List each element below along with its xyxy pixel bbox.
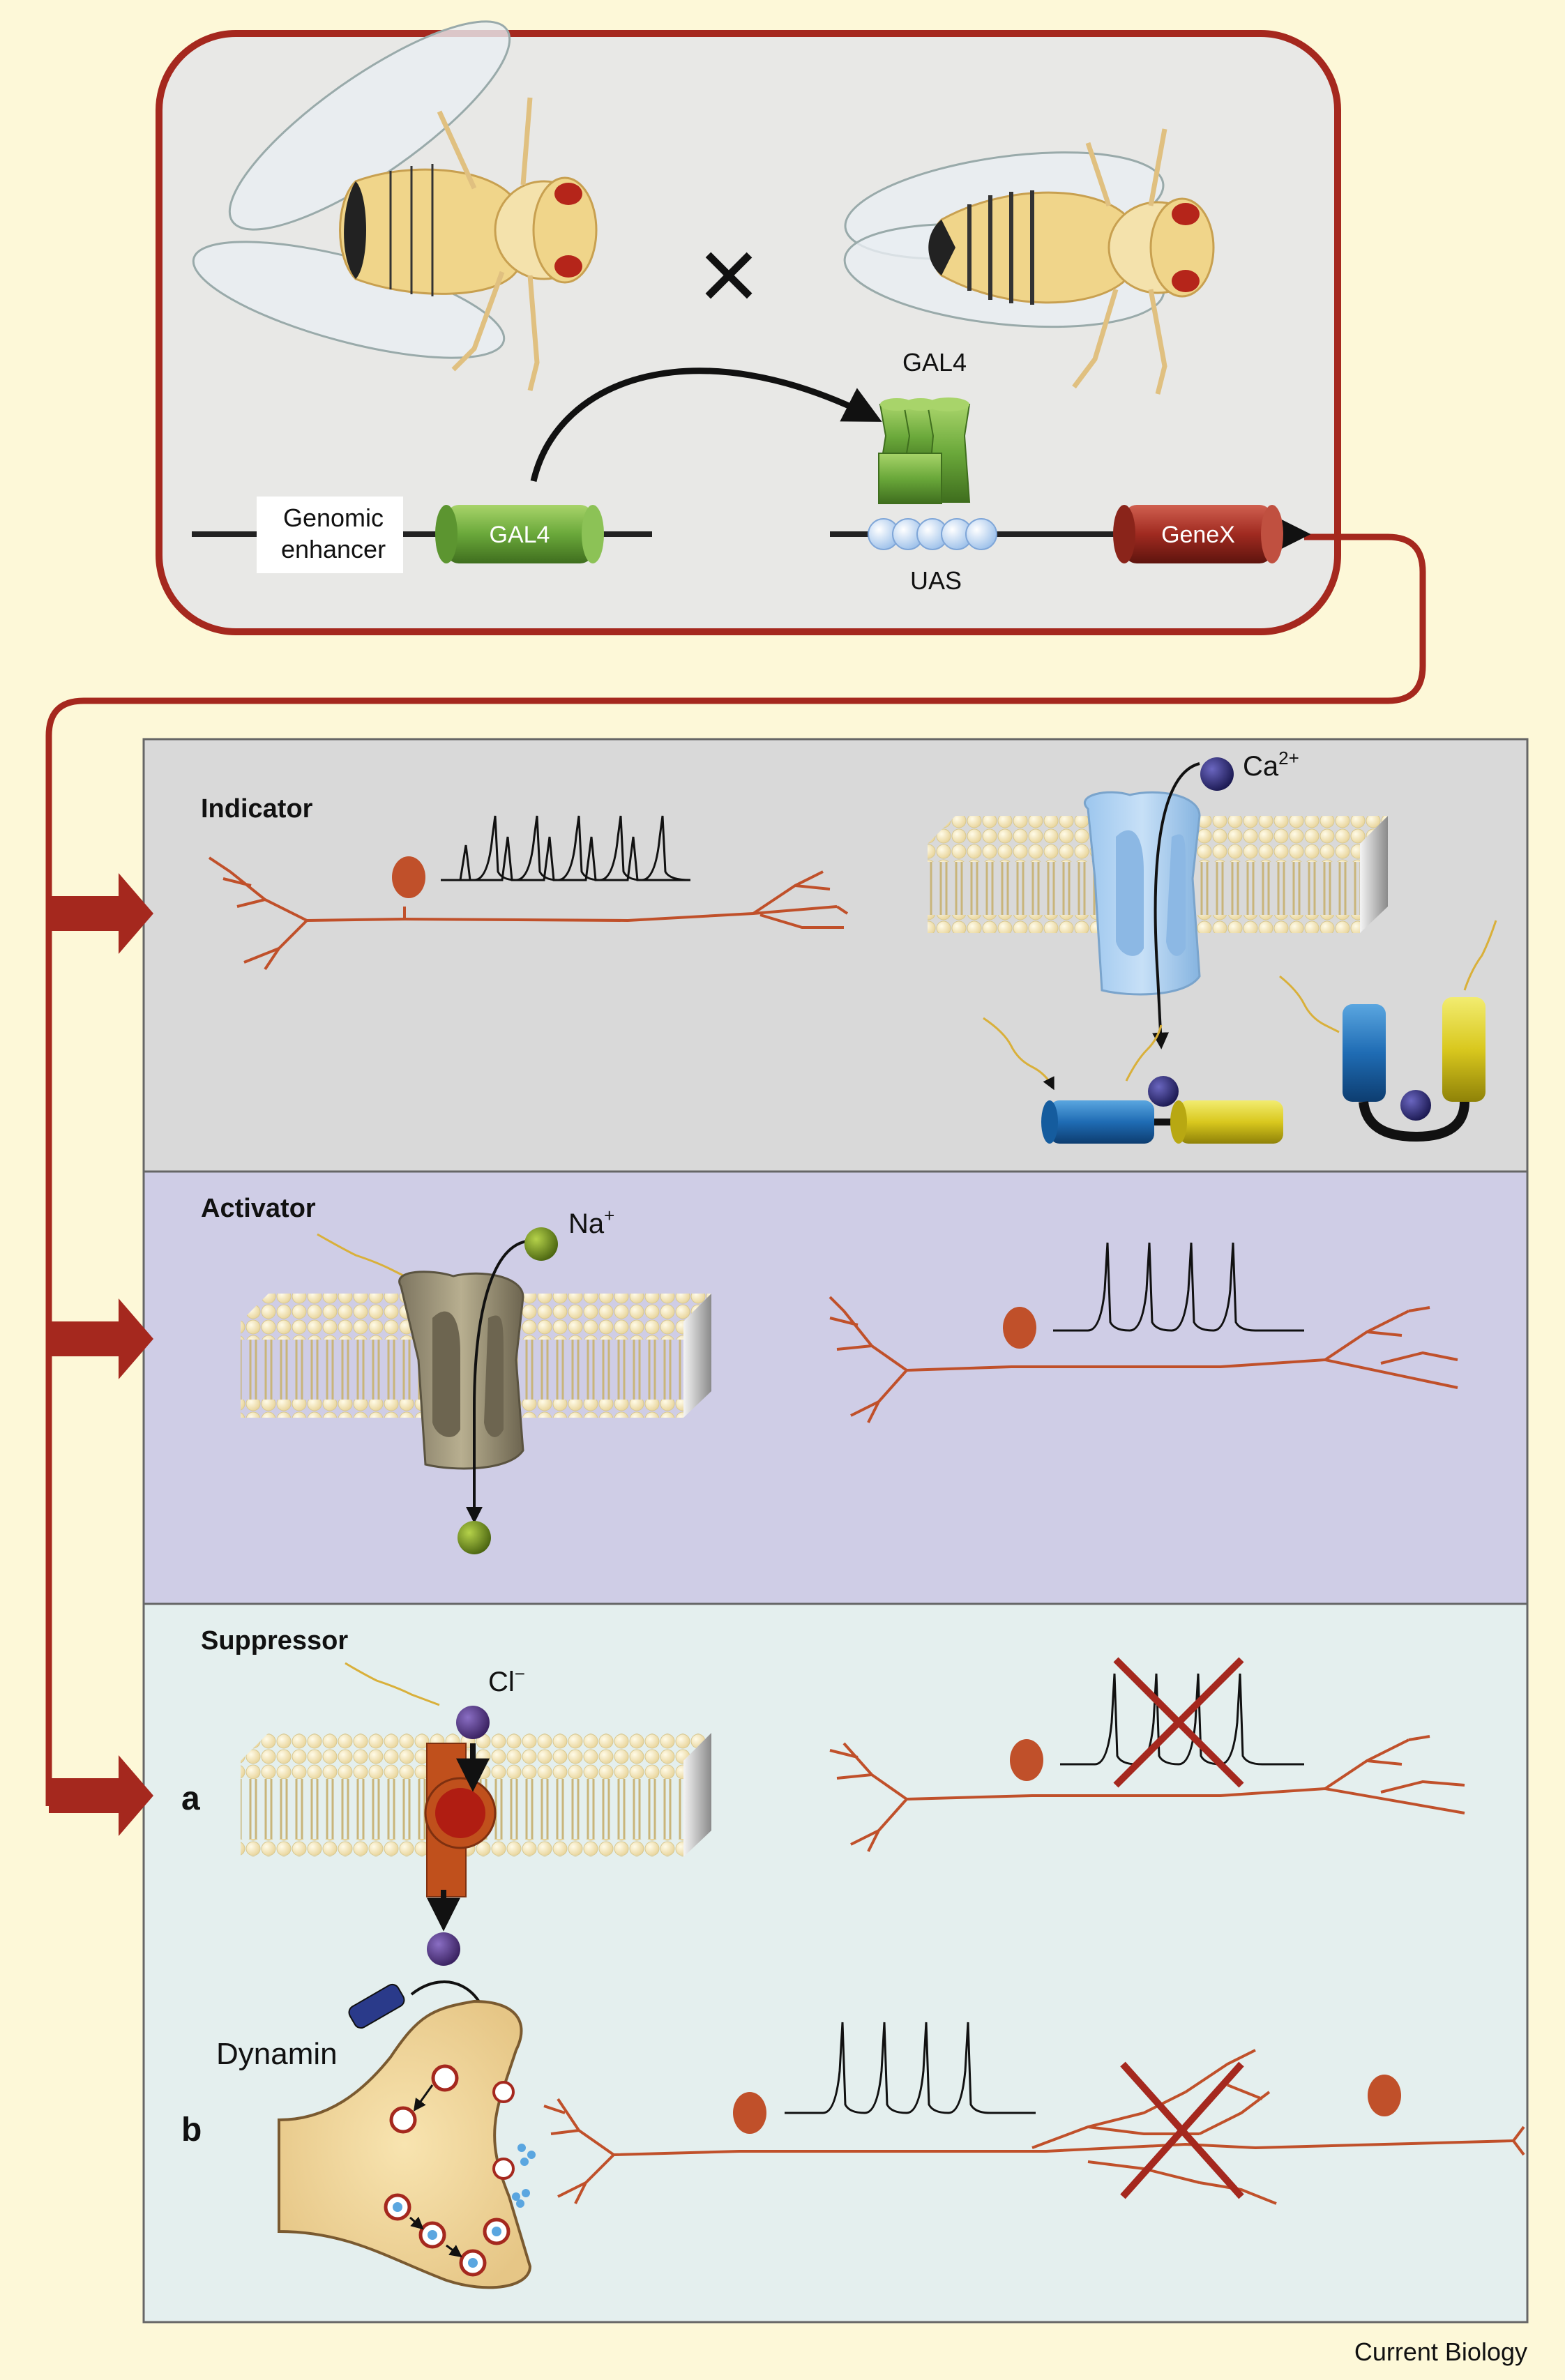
light-excitation-2	[1279, 975, 1340, 1033]
light-emission-2	[1463, 920, 1497, 991]
spike-train-activator	[1053, 1242, 1304, 1332]
fly-icon	[192, 20, 598, 391]
indicator-panel	[142, 738, 1529, 1173]
chloride-ion-inside-icon	[427, 1932, 460, 1966]
gal4-gene: GAL4	[435, 505, 604, 563]
activator-title: Activator	[201, 1194, 316, 1223]
recycle-arrow-1	[413, 2084, 434, 2112]
vesicles	[384, 2064, 515, 2277]
neuron-soma-postsynaptic	[1368, 2075, 1401, 2116]
fly-icon-gal4	[843, 128, 1215, 395]
fret-sensor-closed	[1343, 997, 1485, 1142]
indicator-title: Indicator	[201, 794, 313, 824]
gal4-protein	[878, 397, 971, 504]
calcium-flow-arrow	[1152, 762, 1200, 1049]
genomic-enhancer-box	[257, 497, 403, 573]
arrow-to-suppressor	[49, 1755, 153, 1836]
dynamin-label: Dynamin	[216, 2037, 338, 2071]
sodium-ion-inside-icon	[458, 1521, 491, 1554]
spike-train-suppressed	[1060, 1673, 1304, 1766]
uas-sites	[868, 518, 997, 550]
light-emission-1	[1125, 1024, 1163, 1082]
neuron-soma-suppressor-b	[733, 2092, 766, 2134]
neuron-soma-suppressor-a	[1010, 1739, 1043, 1781]
chloride-label: Cl−	[488, 1663, 525, 1697]
calcium-channel	[1084, 791, 1201, 996]
spike-train-b	[785, 2022, 1036, 2114]
svg-text:GeneX: GeneX	[1161, 522, 1235, 548]
recycle-arrow-2	[409, 2216, 424, 2230]
suppressor-b-label: b	[181, 2112, 202, 2148]
neuron-soma-activator	[1003, 1307, 1036, 1349]
sodium-flow-arrow	[466, 1240, 527, 1524]
svg-text:GAL4: GAL4	[490, 522, 550, 548]
chloride-ion-icon	[456, 1706, 490, 1739]
journal-credit: Current Biology	[1354, 2337, 1527, 2366]
sodium-channel	[398, 1271, 524, 1470]
suppressor-a-label: a	[181, 1780, 200, 1817]
calcium-ion-icon	[1200, 757, 1234, 791]
neuron-indicator	[208, 856, 849, 971]
arrow-to-indicator	[49, 873, 153, 954]
uas-label: UAS	[910, 566, 962, 595]
neuron-soma	[392, 856, 425, 898]
fly-gal4-label: GAL4	[902, 348, 967, 377]
block-cross-icon	[1113, 1657, 1244, 1788]
neuron-suppressor-a	[829, 1735, 1465, 1852]
synapse-block-cross-icon	[1120, 2061, 1244, 2199]
connector-line	[45, 533, 1426, 1806]
arrow-to-activator	[49, 1298, 153, 1379]
genomic-enhancer-label-1: Genomic	[283, 503, 384, 532]
fret-sensor-open	[1041, 1076, 1283, 1144]
genomic-enhancer-label-2: enhancer	[281, 535, 386, 563]
recycle-arrow-3	[446, 2244, 462, 2258]
expression-arrow	[530, 367, 882, 483]
sodium-label: Na+	[568, 1205, 614, 1239]
neuron-activator	[829, 1296, 1458, 1423]
spike-train	[441, 836, 690, 881]
calcium-label: Ca2+	[1243, 748, 1299, 782]
suppressor-title: Suppressor	[201, 1626, 348, 1655]
cross-symbol: ×	[698, 215, 759, 333]
light-activation	[317, 1233, 412, 1281]
sodium-ion-icon	[524, 1227, 558, 1261]
spike-train-trace	[441, 815, 691, 881]
dynamin-icon	[348, 1983, 405, 2029]
neurotransmitter-dots	[512, 2144, 536, 2208]
light-suppression	[345, 1662, 440, 1706]
genex-gene: GeneX	[1113, 505, 1283, 563]
light-excitation-1	[983, 1017, 1054, 1091]
